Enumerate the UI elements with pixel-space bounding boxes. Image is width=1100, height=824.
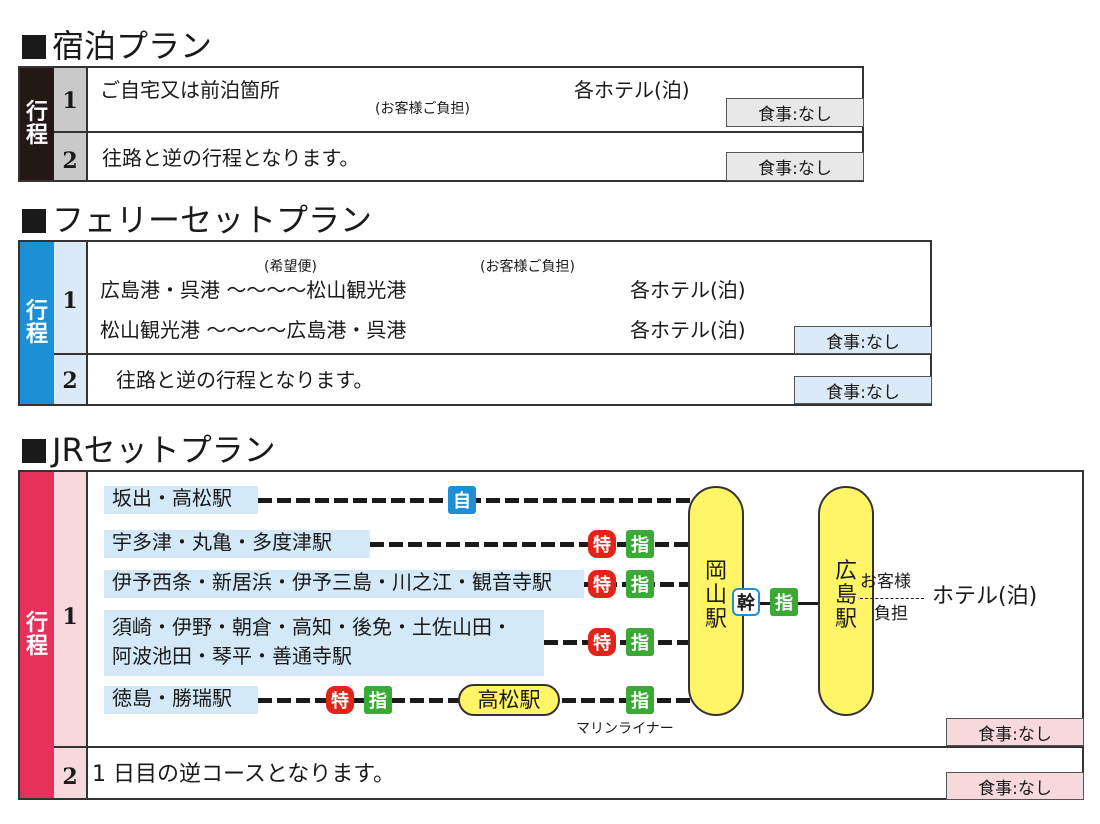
non-reserved-icon: 自 — [448, 486, 476, 514]
limited-express-icon: 特 — [588, 570, 616, 598]
hiroshima-station: 広 島 駅 — [818, 486, 874, 716]
ferry-day-column: 1 2 — [54, 242, 86, 404]
limited-express-icon: 特 — [588, 530, 616, 558]
shinkansen-icon: 幹 — [732, 588, 760, 616]
jr-day2-text: 1 日目の逆コースとなります。 — [92, 762, 396, 787]
meal-badge: 食事:なし — [726, 152, 864, 181]
origin-station: 宇多津・丸亀・多度津駅 — [104, 530, 370, 558]
rail-line — [544, 640, 690, 645]
jr-plan-table: 行 程 1 2 坂出・高松駅 自 宇多津・丸亀・多度津駅 特 指 伊予西条・新居… — [18, 470, 1084, 800]
divider — [54, 131, 862, 133]
stay-plan-table: 行 程 1 2 ご自宅又は前泊箇所 (お客様ご負担) 各ホテル(泊) 食事:なし… — [18, 66, 864, 182]
day-number: 1 — [62, 288, 78, 314]
square-bullet-icon — [22, 35, 46, 59]
divider — [86, 68, 88, 180]
origin-station: 須崎・伊野・朝倉・高知・後免・土佐山田・ 阿波池田・琴平・善通寺駅 — [104, 610, 544, 676]
origin-station: 坂出・高松駅 — [104, 486, 258, 514]
ferry-outbound-route: 広島港・呉港 〜〜〜〜松山観光港 — [100, 278, 407, 302]
stay-day-column: 1 2 — [54, 68, 86, 180]
section-title-ferry: フェリーセットプラン — [22, 204, 372, 236]
customer-pay-label: 負担 — [874, 604, 908, 624]
limited-express-icon: 特 — [588, 628, 616, 656]
meal-badge: 食事:なし — [946, 772, 1084, 800]
ferry-note-preferred: (希望便) — [264, 259, 317, 275]
meal-badge: 食事:なし — [794, 376, 932, 404]
day-number: 2 — [62, 148, 78, 174]
ferry-return-route: 松山観光港 〜〜〜〜広島港・呉港 — [100, 318, 407, 342]
divider — [86, 242, 88, 404]
day-number: 2 — [62, 368, 78, 394]
meal-badge: 食事:なし — [794, 326, 932, 354]
ferry-return-hotel: 各ホテル(泊) — [630, 318, 746, 342]
reserved-seat-icon: 指 — [626, 530, 654, 558]
origin-station: 伊予西条・新居浜・伊予三島・川之江・観音寺駅 — [104, 570, 584, 598]
ferry-outbound-hotel: 各ホテル(泊) — [630, 278, 746, 302]
transfer-station-takamatsu: 高松駅 — [458, 684, 560, 716]
ferry-note-customer-pay: (お客様ご負担) — [480, 259, 575, 275]
divider — [54, 353, 930, 355]
origin-station: 徳島・勝瑞駅 — [104, 686, 258, 714]
stay-day1-hotel: 各ホテル(泊) — [574, 78, 690, 102]
day-number: 1 — [62, 604, 78, 630]
customer-pay-label: お客様 — [860, 572, 911, 592]
jr-hotel: ホテル(泊) — [932, 584, 1038, 609]
section-title-stay: 宿泊プラン — [22, 30, 212, 62]
reserved-seat-icon: 指 — [770, 588, 798, 616]
square-bullet-icon — [22, 439, 46, 463]
reserved-seat-icon: 指 — [364, 686, 392, 714]
ferry-plan-table: 行 程 1 2 (希望便) (お客様ご負担) 広島港・呉港 〜〜〜〜松山観光港 … — [18, 240, 932, 406]
jr-itinerary-label: 行 程 — [20, 472, 54, 798]
stay-day1-origin: ご自宅又は前泊箇所 — [100, 78, 280, 102]
square-bullet-icon — [22, 209, 46, 233]
stay-day2-text: 往路と逆の行程となります。 — [102, 146, 360, 170]
rail-line — [370, 542, 690, 547]
meal-badge: 食事:なし — [726, 98, 864, 127]
limited-express-icon: 特 — [326, 686, 354, 714]
section-title-jr: JRセットプラン — [22, 434, 276, 466]
jr-day-column: 1 2 — [54, 472, 86, 798]
day-number: 2 — [62, 764, 78, 790]
reserved-seat-icon: 指 — [626, 570, 654, 598]
dotted-line — [860, 598, 924, 599]
stay-itinerary-label: 行 程 — [20, 68, 54, 180]
ferry-itinerary-label: 行 程 — [20, 242, 54, 404]
reserved-seat-icon: 指 — [626, 628, 654, 656]
meal-badge: 食事:なし — [946, 718, 1084, 746]
reserved-seat-icon: 指 — [626, 686, 654, 714]
divider — [86, 472, 88, 798]
marine-liner-label: マリンライナー — [576, 721, 674, 737]
ferry-day2-text: 往路と逆の行程となります。 — [116, 368, 374, 392]
day-number: 1 — [62, 88, 78, 114]
stay-day1-note: (お客様ご負担) — [375, 101, 470, 117]
divider — [54, 746, 1082, 748]
